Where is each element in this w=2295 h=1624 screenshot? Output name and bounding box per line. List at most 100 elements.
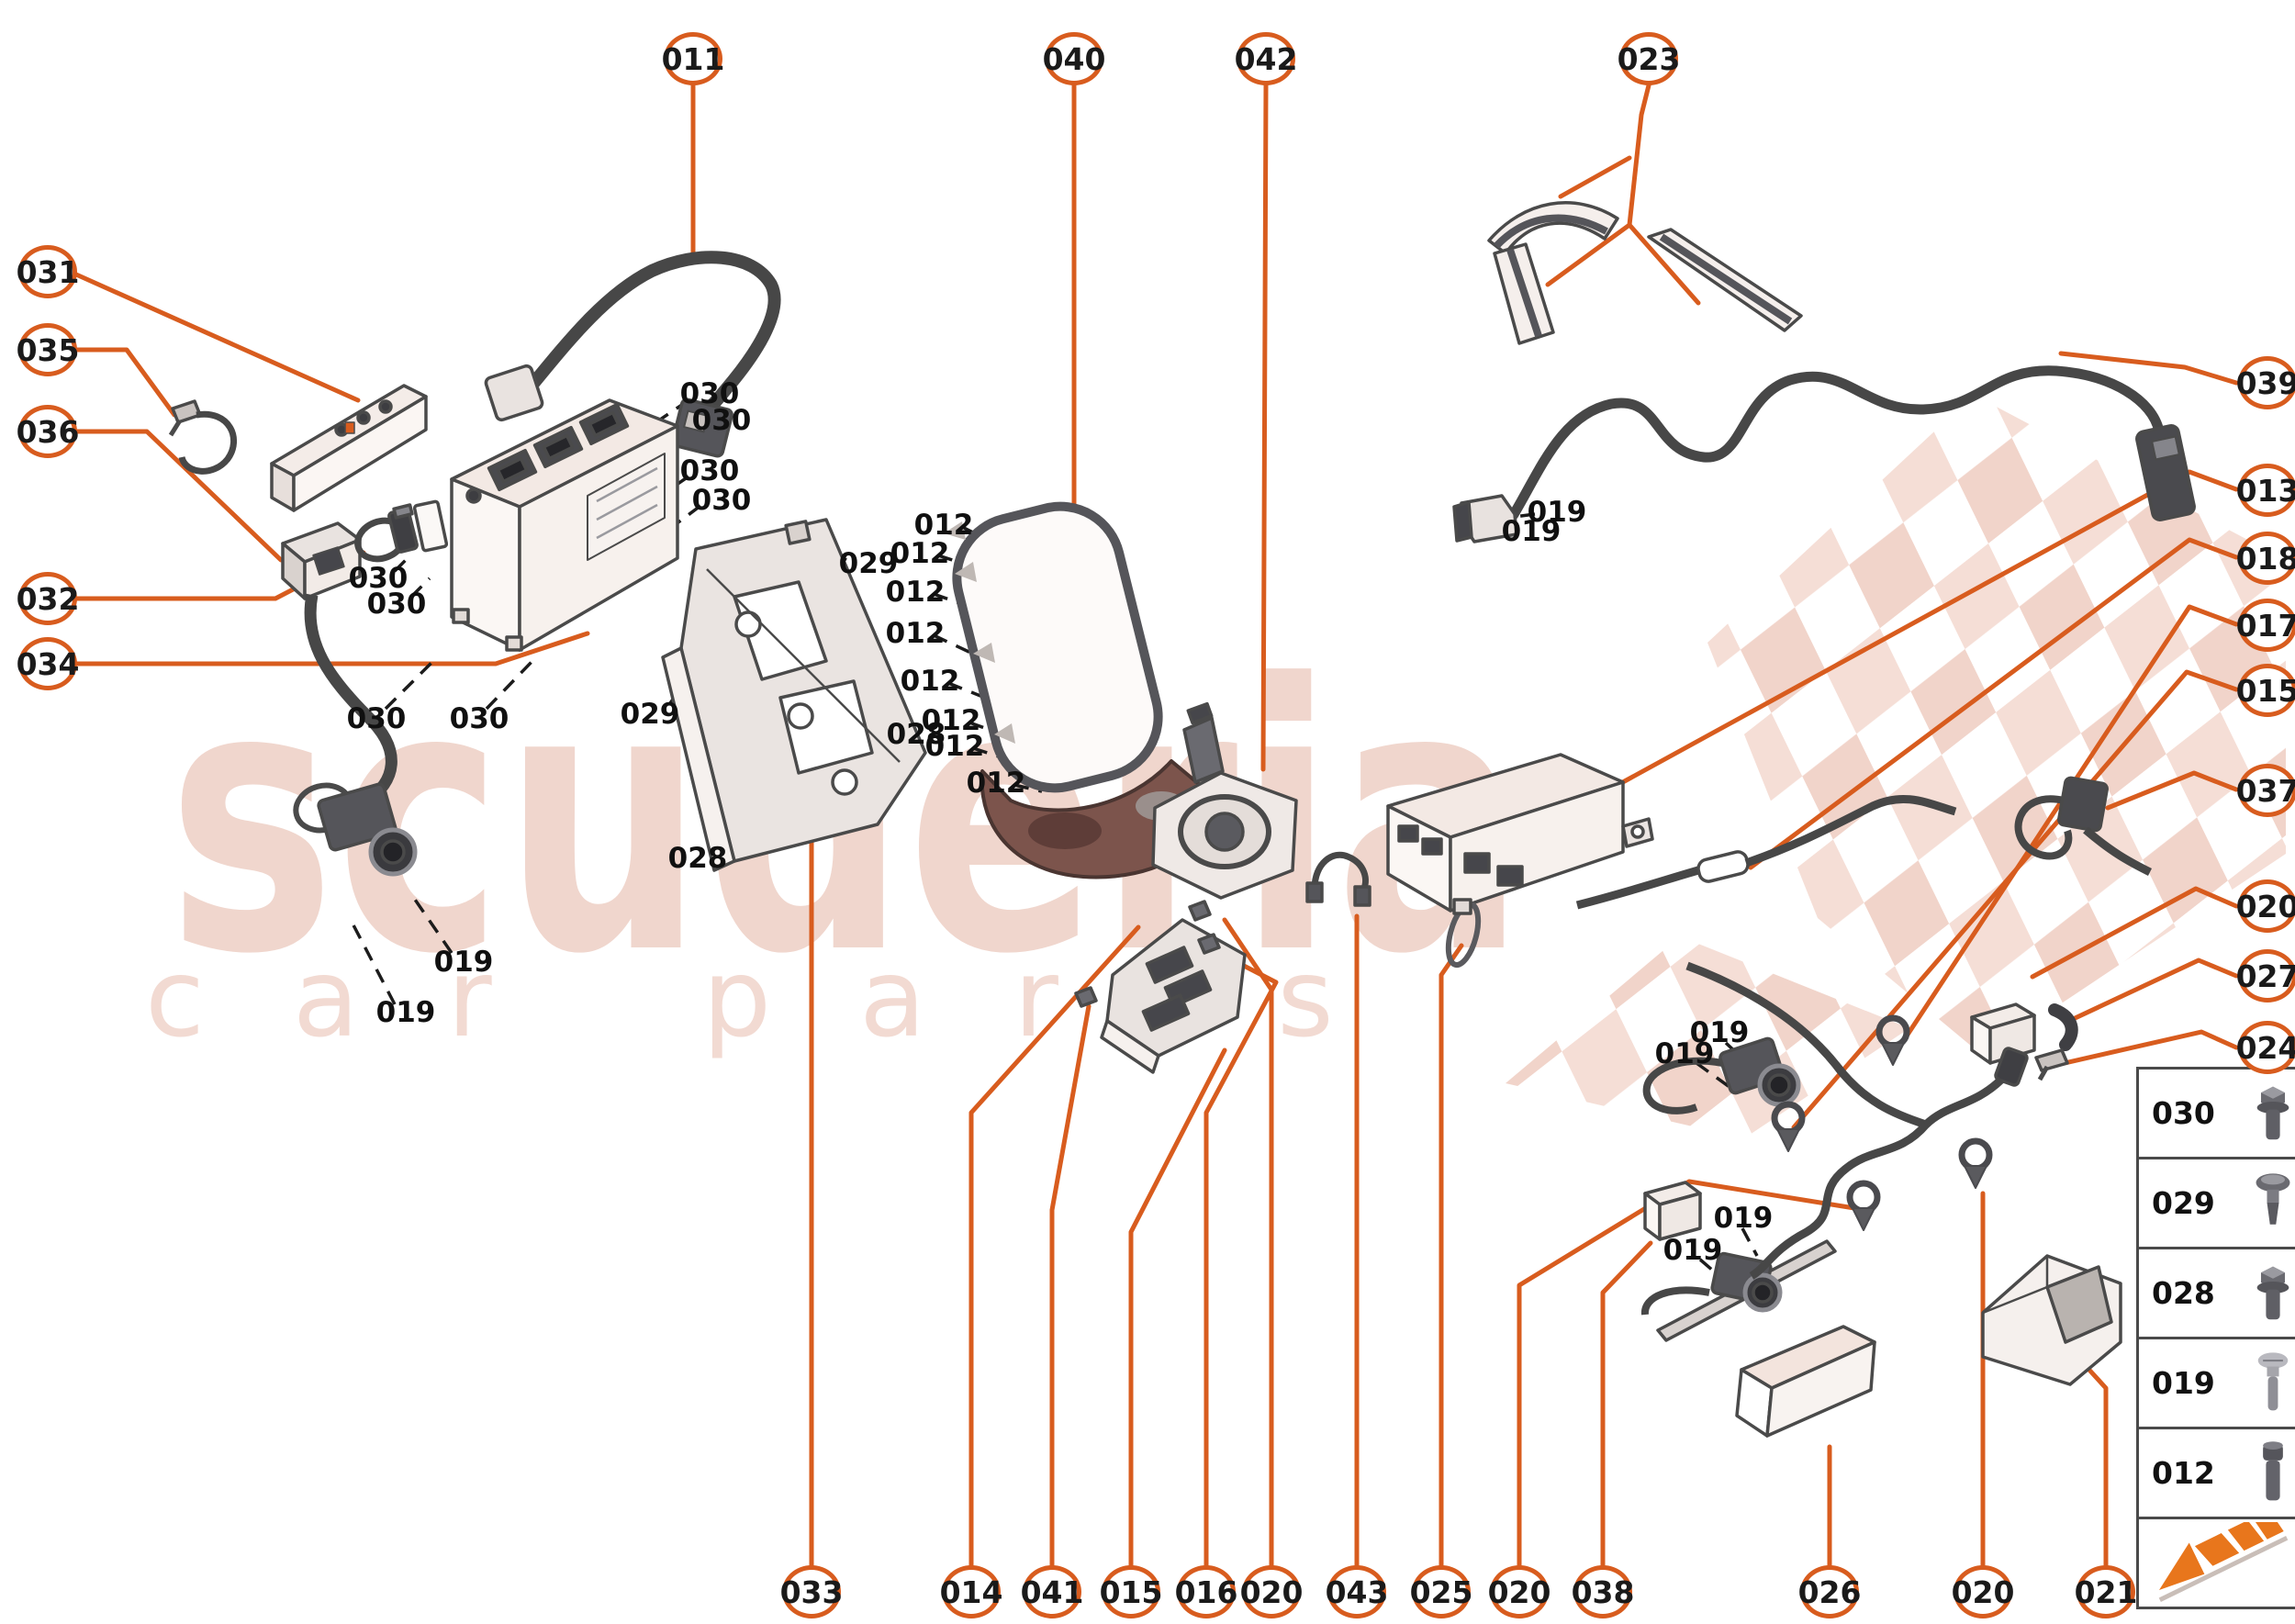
callout-015[interactable]: 015 (1100, 1565, 1162, 1618)
antenna-cable-011 (484, 251, 781, 458)
leader-031 (73, 272, 361, 403)
leader-027 (2066, 958, 2239, 1024)
leader-015a (1791, 669, 2239, 1130)
relay-plug-038 (1643, 1002, 2036, 1241)
part-label-019: 019 (1689, 1016, 1750, 1049)
legend-label-012: 012 (2152, 1455, 2215, 1491)
part-label-012: 012 (966, 767, 1026, 800)
part-label-019: 019 (433, 946, 494, 979)
callout-label: 026 (1797, 1574, 1862, 1610)
leader-017 (1901, 604, 2239, 1043)
part-label-030: 030 (679, 454, 740, 487)
callout-038[interactable]: 038 (1571, 1565, 1635, 1618)
wiring-harness (1685, 961, 1931, 1280)
callout-023[interactable]: 023 (1618, 32, 1680, 85)
inline-connector-lead-018 (1575, 795, 1957, 910)
leader-024 (2054, 1029, 2239, 1068)
callout-017[interactable]: 017 (2235, 599, 2295, 652)
part-label-019: 019 (1713, 1202, 1774, 1235)
callout-label: 033 (779, 1574, 844, 1610)
wedge-clip-a (1188, 900, 1212, 922)
direction-arrow-icon (2158, 1521, 2289, 1602)
callout-label: 027 (2235, 958, 2295, 994)
part-label-019: 019 (375, 996, 436, 1029)
part-label-030: 030 (679, 377, 740, 410)
callout-031[interactable]: 031 (16, 245, 80, 298)
callout-label: 014 (939, 1574, 1003, 1610)
dashes-012 (933, 525, 1043, 793)
callout-015[interactable]: 015 (2236, 664, 2295, 717)
wire-clip-043 (1305, 851, 1371, 907)
callout-020[interactable]: 020 (1488, 1565, 1551, 1618)
trim-strips-023 (1487, 201, 1803, 345)
legend-row-030: 030 (2136, 1067, 2295, 1159)
legend-row-012: 012 (2136, 1427, 2295, 1519)
callout-043[interactable]: 043 (1326, 1565, 1388, 1618)
legend-row-019: 019 (2136, 1337, 2295, 1429)
legend-label-029: 029 (2152, 1185, 2215, 1221)
callout-039[interactable]: 039 (2235, 356, 2295, 409)
callout-label: 020 (1951, 1574, 2015, 1610)
checker-flag-patch (1506, 936, 1909, 1138)
callout-021[interactable]: 021 (2075, 1565, 2137, 1618)
ring-clip-3 (1958, 1137, 1993, 1189)
cheese-head-screw-icon (2263, 1440, 2283, 1500)
ring-clip-2 (1771, 1101, 1806, 1152)
callout-label: 018 (2235, 540, 2295, 577)
leader-020r (2030, 886, 2239, 980)
leader-020b (1517, 1179, 1857, 1568)
connector-037 (2014, 776, 2153, 877)
callout-026[interactable]: 026 (1797, 1565, 1862, 1618)
callout-024[interactable]: 024 (2235, 1021, 2295, 1074)
callout-label: 025 (1409, 1574, 1473, 1610)
callout-018[interactable]: 018 (2235, 532, 2295, 585)
callout-label: 024 (2235, 1029, 2295, 1066)
legend-label-019: 019 (2152, 1365, 2215, 1401)
callout-037[interactable]: 037 (2235, 764, 2295, 817)
callout-label: 034 (16, 645, 80, 682)
callout-032[interactable]: 032 (17, 572, 79, 625)
callout-label: 038 (1571, 1574, 1635, 1610)
callout-033[interactable]: 033 (779, 1565, 844, 1618)
callout-016[interactable]: 016 (1175, 1565, 1237, 1618)
callout-020[interactable]: 020 (2236, 879, 2295, 933)
callout-label: 011 (661, 40, 725, 77)
callout-027[interactable]: 027 (2235, 949, 2295, 1002)
callout-014[interactable]: 014 (939, 1565, 1003, 1618)
part-label-012: 012 (885, 617, 946, 650)
callout-label: 037 (2235, 772, 2295, 809)
callout-011[interactable]: 011 (661, 32, 725, 85)
camera-rear-019 (1641, 1239, 1837, 1342)
callout-034[interactable]: 034 (16, 637, 80, 690)
callout-036[interactable]: 036 (17, 405, 79, 458)
callout-013[interactable]: 013 (2236, 464, 2295, 517)
callout-040[interactable]: 040 (1042, 32, 1106, 85)
mounting-bracket-033 (661, 518, 927, 872)
callout-020[interactable]: 020 (1240, 1565, 1303, 1618)
callout-label: 035 (16, 331, 80, 368)
part-label-030: 030 (691, 404, 752, 437)
connector-housing-041 (1074, 900, 1247, 1074)
part-label-029: 029 (620, 698, 680, 731)
callout-label: 031 (16, 253, 80, 290)
callout-041[interactable]: 041 (1020, 1565, 1084, 1618)
elbow-027 (2048, 1003, 2078, 1051)
leader-018 (1748, 537, 2239, 870)
callout-label: 039 (2235, 364, 2295, 401)
part-label-012: 012 (913, 509, 974, 542)
leader-037 (2105, 770, 2239, 811)
hex-flange-bolt-icon (2256, 1086, 2289, 1139)
leader-041 (1049, 1003, 1092, 1568)
part-label-030: 030 (346, 702, 407, 735)
amplifier-module-031 (270, 384, 428, 512)
legend-row-arrow (2136, 1517, 2295, 1609)
ecu-module-b (450, 398, 679, 652)
callout-020[interactable]: 020 (1951, 1565, 2015, 1618)
callout-label: 040 (1042, 40, 1106, 77)
callout-label: 041 (1020, 1574, 1084, 1610)
callout-025[interactable]: 025 (1409, 1565, 1473, 1618)
part-label-019: 019 (1662, 1234, 1723, 1267)
callout-042[interactable]: 042 (1235, 32, 1297, 85)
callout-label: 017 (2235, 607, 2295, 644)
callout-035[interactable]: 035 (16, 323, 80, 376)
